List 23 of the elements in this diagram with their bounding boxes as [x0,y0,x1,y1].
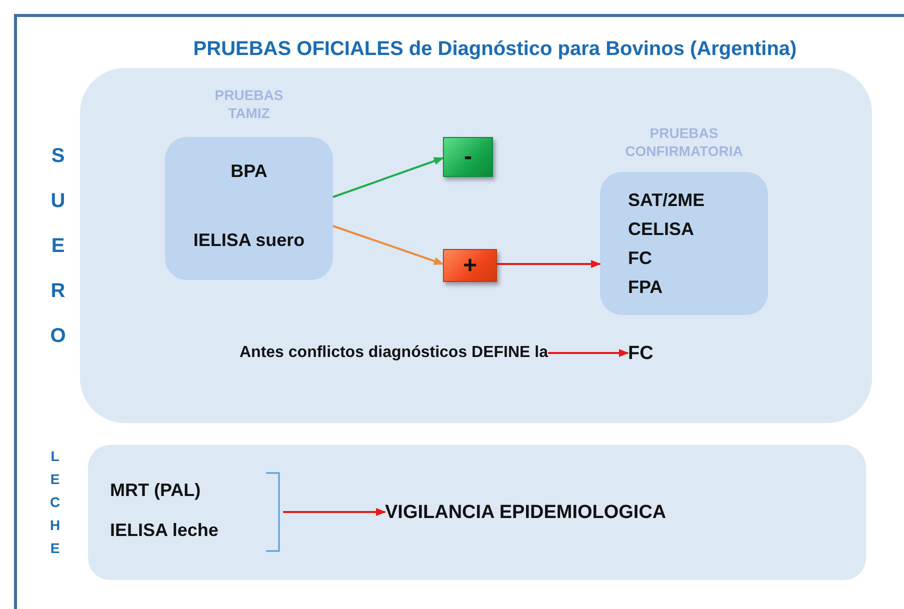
positive-result-box: + [443,249,497,282]
test-name: MRT (PAL) [110,480,201,501]
test-name: FPA [628,276,664,298]
arrow [332,225,444,265]
test-name: BPA [230,160,268,183]
vertical-label: SUERO [49,144,67,349]
text-label: Antes conflictos diagnósticos DEFINE la [238,343,548,363]
negative-result-box: - [443,137,493,177]
text-label: FC [628,342,654,366]
vertical-label: LECHE [48,447,62,558]
text-label: VIGILANCIA EPIDEMIOLOGICA [385,501,668,525]
test-name: CELISA [628,218,696,240]
section-heading: PRUEBAS CONFIRMATORIA [624,124,744,160]
test-name: SAT/2ME [628,188,706,212]
arrow [497,260,601,268]
arrow [332,157,444,198]
test-name: FC [628,246,653,270]
test-name: IELISA leche [110,520,218,541]
section-heading: PRUEBAS TAMIZ [214,86,284,122]
arrow [548,349,629,357]
test-name: IELISA suero [192,229,306,252]
diagram-title: PRUEBAS OFICIALES de Diagnóstico para Bovinos (Argentina) [192,38,798,61]
arrow [283,508,386,516]
